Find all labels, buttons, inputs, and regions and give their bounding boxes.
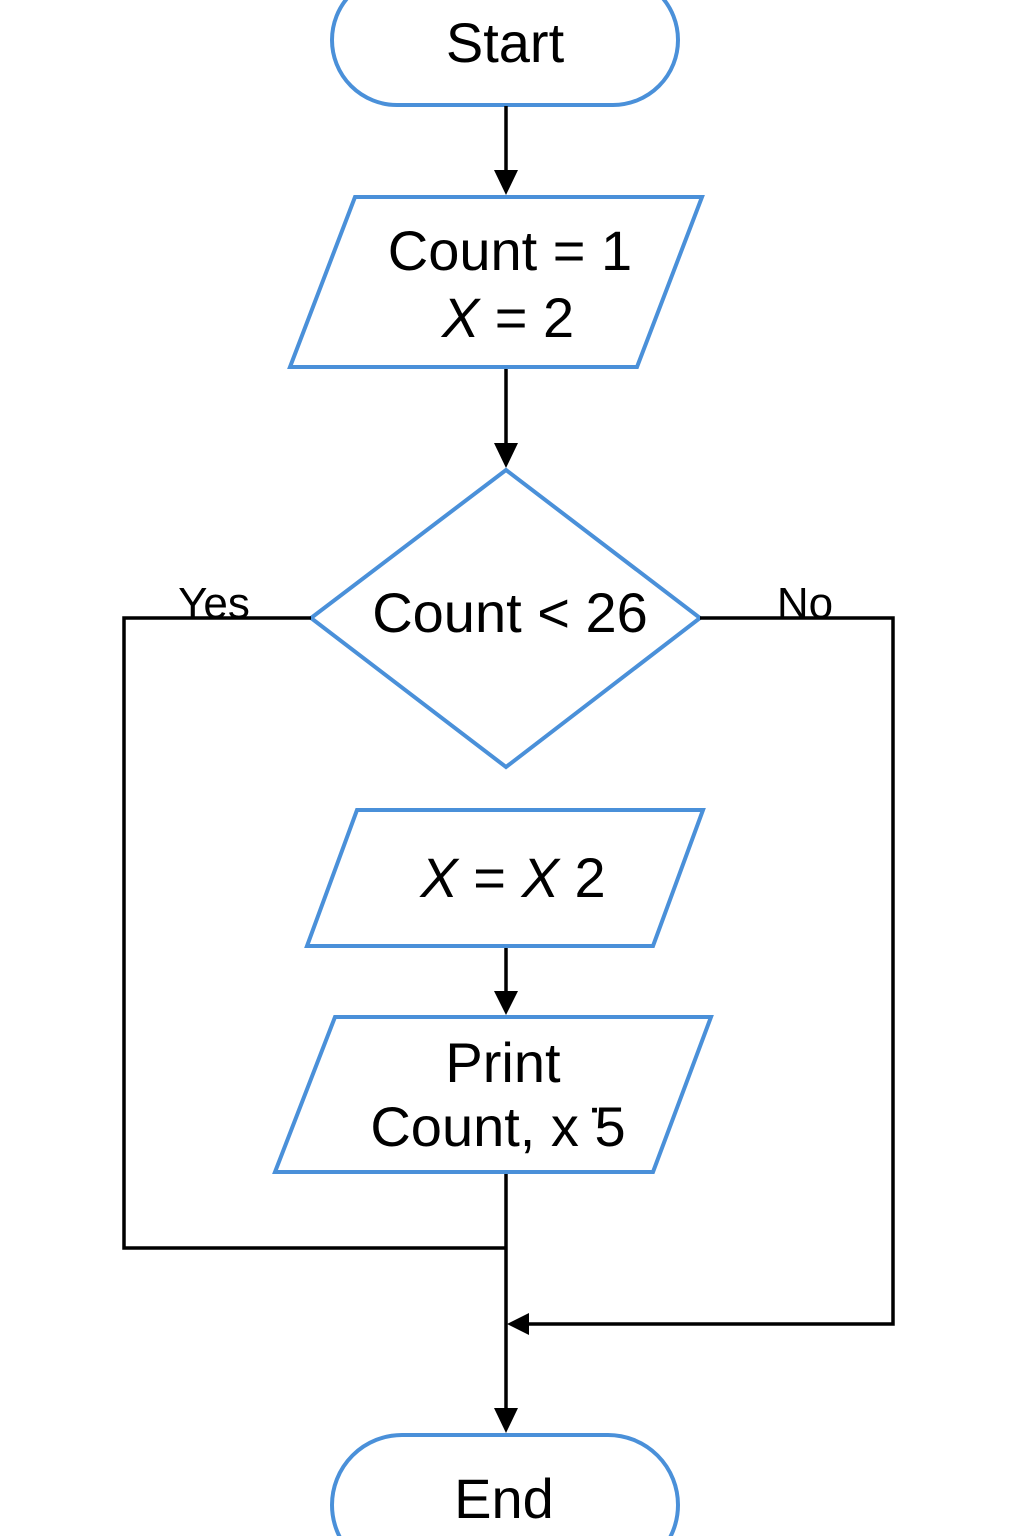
start-label: Start: [446, 11, 565, 74]
arrowhead-init: [494, 170, 518, 195]
init-x-value: = 2: [479, 286, 574, 349]
end-terminator: [330, 1433, 680, 1536]
update-x-var: X: [418, 846, 460, 909]
update-parallelogram: [304, 808, 706, 948]
init-parallelogram: [287, 195, 705, 369]
arrowhead-print: [494, 991, 518, 1015]
update-label: X = X 2: [418, 846, 605, 909]
update-factor: 2: [559, 846, 606, 909]
yes-label: Yes: [178, 579, 250, 628]
print-line-1: Print: [445, 1031, 561, 1094]
update-x-var-2: X: [520, 846, 562, 909]
start-terminator: [330, 0, 680, 107]
print-parallelogram: [272, 1015, 714, 1174]
print-line-2: Count, x ̇5: [370, 1095, 625, 1158]
decision-diamond: [307, 467, 704, 770]
init-line-x: X = 2: [440, 286, 574, 349]
end-label: End: [454, 1467, 554, 1530]
connector-yes-branch: [122, 616, 506, 1250]
connector-no-branch: [527, 616, 895, 1326]
arrowhead-no-merge: [507, 1313, 529, 1335]
update-equals: =: [458, 846, 522, 909]
no-label: No: [777, 579, 833, 628]
init-line-count: Count = 1: [388, 219, 632, 282]
arrowhead-end: [494, 1408, 518, 1433]
arrowhead-decision: [494, 443, 518, 468]
decision-label: Count < 26: [372, 581, 648, 644]
init-x-var: X: [440, 286, 482, 349]
